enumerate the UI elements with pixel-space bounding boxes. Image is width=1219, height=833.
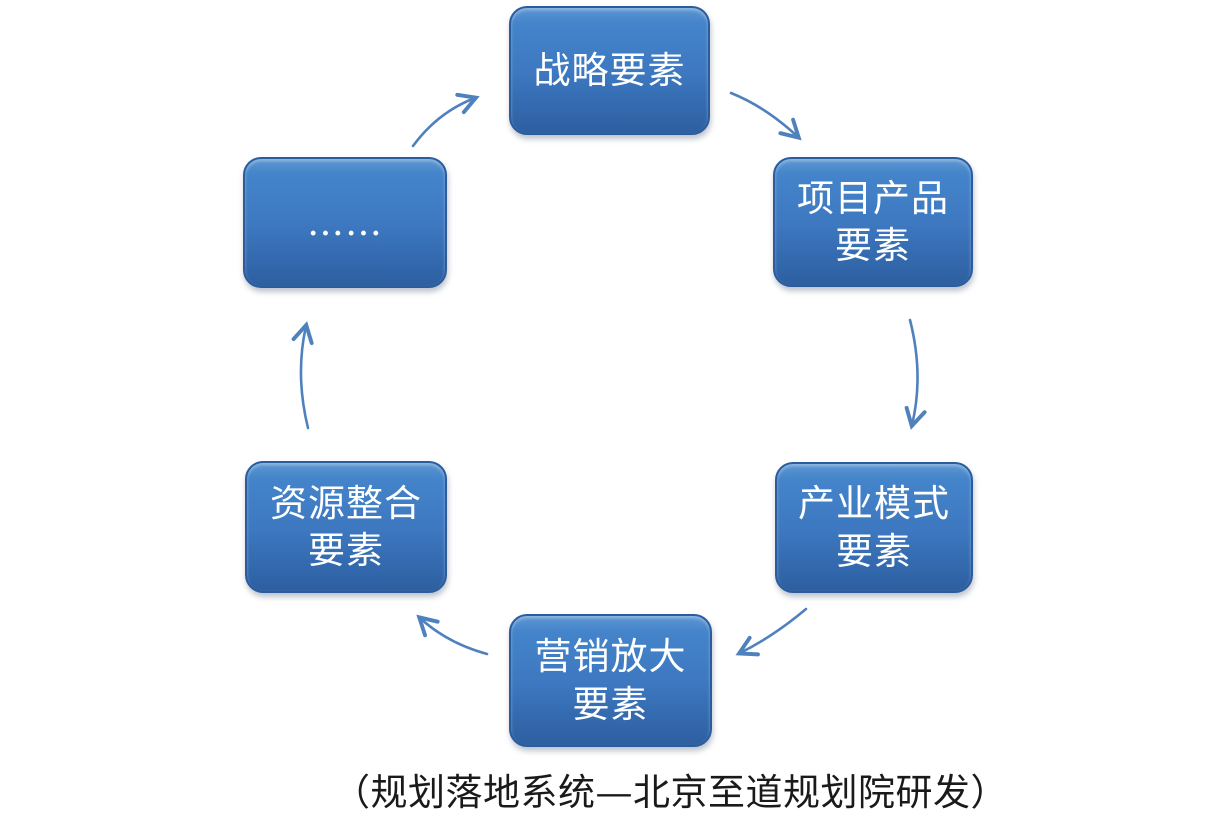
arrow-marketing-to-resource [416,614,489,656]
node-ellipsis-placeholder: …… [243,157,447,288]
arrow-strategy-to-project-product [729,91,802,141]
node-industry-model-elements: 产业模式 要素 [775,462,973,593]
node-strategy-elements: 战略要素 [509,6,710,135]
node-resource-integration-elements: 资源整合 要素 [245,461,447,593]
arrow-industry-model-to-marketing [735,607,808,657]
node-project-product-elements: 项目产品 要素 [773,157,973,287]
arrow-project-product-to-industry-model [904,318,927,430]
node-marketing-amplify-elements: 营销放大 要素 [509,614,712,747]
diagram-caption: （规划落地系统—北京至道规划院研发） [333,771,1008,814]
arrow-ellipsis-to-strategy [411,92,480,148]
arrow-resource-to-ellipsis [291,321,314,430]
